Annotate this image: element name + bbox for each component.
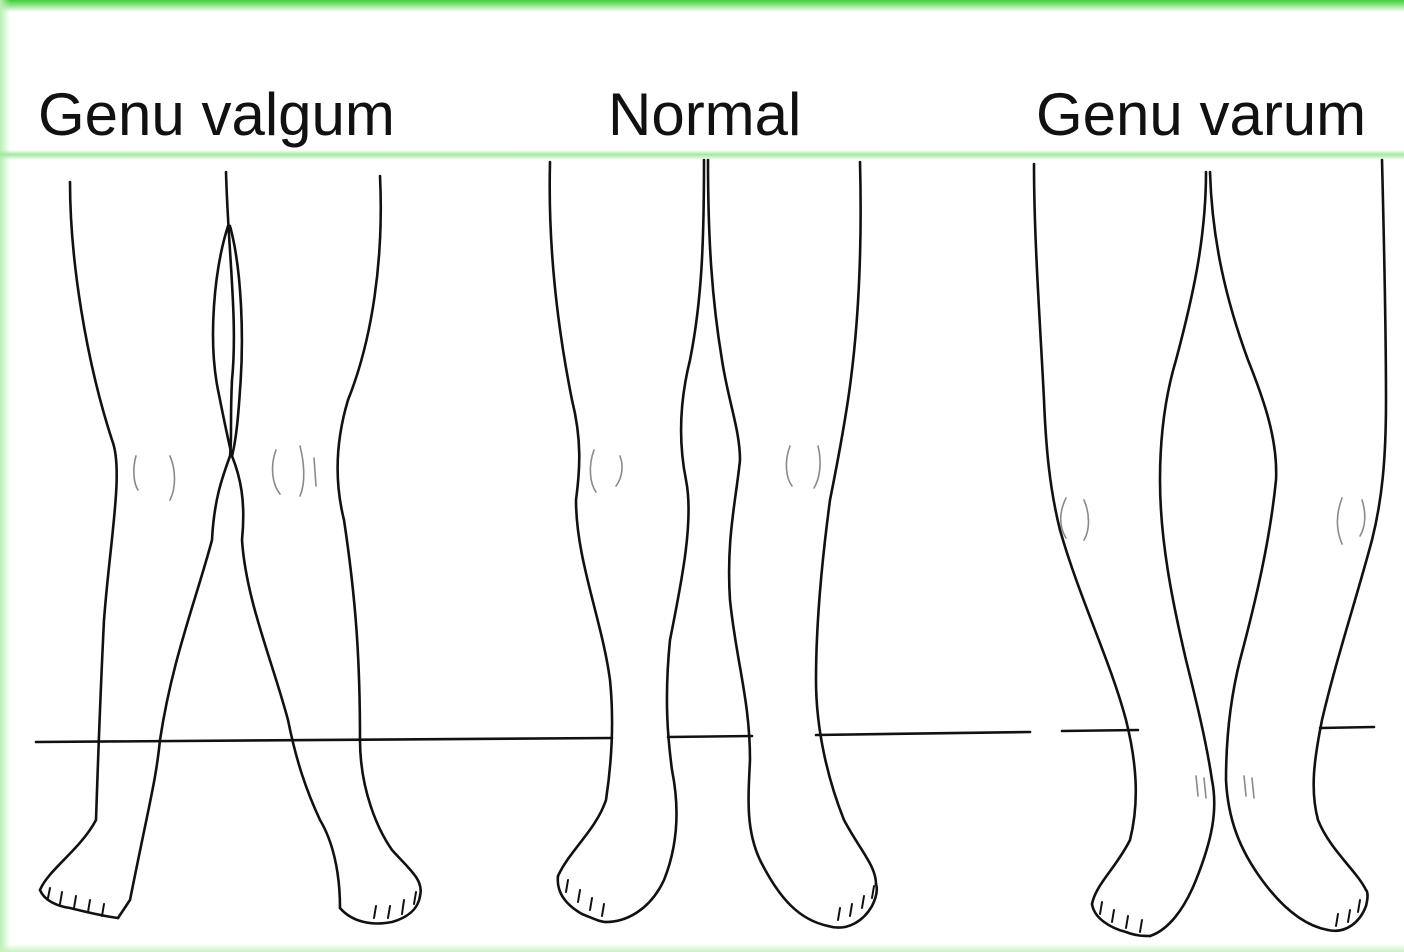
valgum-left-kneecap xyxy=(134,456,175,500)
genu-valgum-legs xyxy=(40,172,421,923)
varum-right-kneecap xyxy=(1338,498,1365,544)
normal-left-leg-outer xyxy=(550,162,612,876)
valgum-right-foot xyxy=(340,896,420,923)
normal-right-kneecap xyxy=(786,446,820,488)
varum-left-toes xyxy=(1100,902,1142,932)
valgum-left-toes xyxy=(48,888,104,916)
valgum-right-leg-inner xyxy=(232,456,340,908)
valgum-right-leg-outer xyxy=(338,176,421,896)
normal-left-foot xyxy=(558,876,606,922)
varum-left-leg-inner xyxy=(1150,172,1214,936)
varum-right-leg-outer xyxy=(1314,160,1386,890)
normal-right-toes xyxy=(838,886,874,920)
normal-right-leg-outer xyxy=(816,162,876,884)
normal-left-kneecap xyxy=(590,450,622,492)
normal-left-toes xyxy=(566,880,604,916)
varum-right-leg-inner xyxy=(1210,172,1328,930)
valgum-inner-thigh xyxy=(213,226,242,456)
valgum-left-foot xyxy=(40,890,118,918)
normal-right-leg-inner xyxy=(708,160,828,926)
genu-varum-legs xyxy=(1034,160,1386,936)
varum-left-kneecap xyxy=(1061,498,1089,540)
varum-left-leg-outer xyxy=(1034,164,1136,904)
valgum-right-kneecap xyxy=(273,446,316,496)
normal-left-leg-inner xyxy=(606,160,704,922)
varum-right-foot xyxy=(1328,890,1368,931)
normal-legs xyxy=(550,160,877,928)
reference-line xyxy=(36,727,1374,742)
valgum-left-leg-outer xyxy=(40,182,117,890)
